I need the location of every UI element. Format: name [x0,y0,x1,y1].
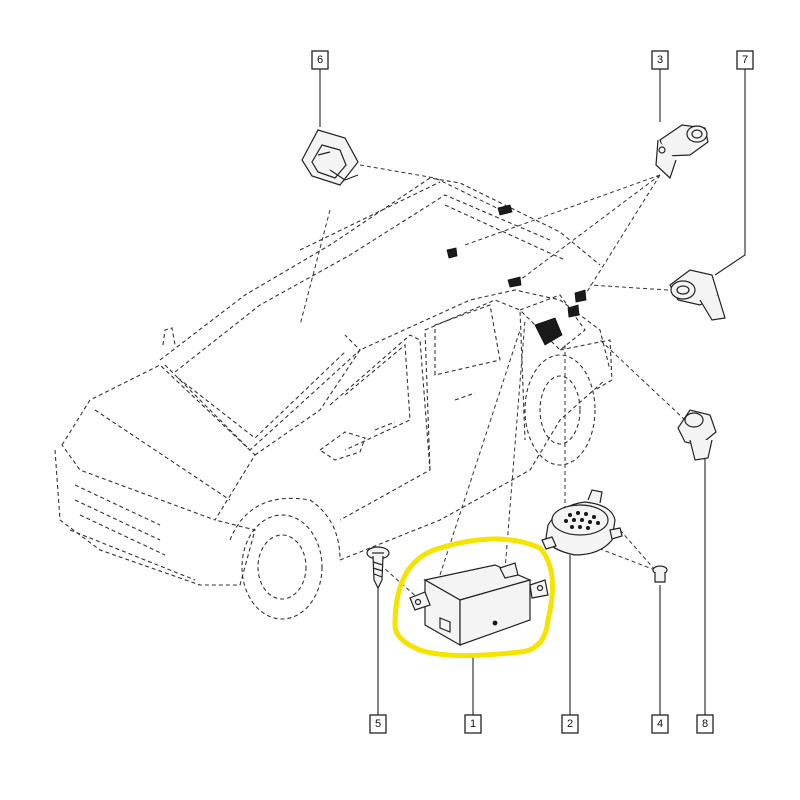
parking-sensor-part-7 [669,269,726,321]
callout-label: 1 [470,718,476,730]
switch-part [301,129,359,186]
callout-6: 6 [311,50,329,70]
callout-label: 6 [317,54,323,66]
sensor-locations [446,204,587,346]
sensor-location-icon [567,304,580,318]
sensor-location-icon [497,204,513,216]
callout-label: 3 [657,54,663,66]
vehicle-outline [54,177,613,620]
control-module-part [409,562,549,647]
buzzer-part [541,489,623,556]
callout-7: 7 [736,50,754,70]
parking-sensor-part-3 [655,124,709,180]
sensor-location-icon [446,247,458,259]
sensor-location-icon [507,276,522,288]
callout-5: 5 [369,714,387,734]
parking-sensor-part-8 [677,409,717,461]
callout-label: 4 [657,718,663,730]
callout-label: 7 [742,54,748,66]
speaker-grille [564,510,601,531]
screw-part-5 [366,546,390,590]
callout-2: 2 [561,714,579,734]
callout-8: 8 [696,714,714,734]
sensor-location-icon [534,317,563,346]
callout-label: 2 [567,718,573,730]
screw-part-4 [652,565,668,583]
highlight-circle [392,536,555,659]
callout-label: 5 [375,718,381,730]
sensor-location-icon [574,289,587,303]
callout-label: 8 [702,718,708,730]
callout-1: 1 [464,714,482,734]
callout-4: 4 [651,714,669,734]
callout-3: 3 [651,50,669,70]
